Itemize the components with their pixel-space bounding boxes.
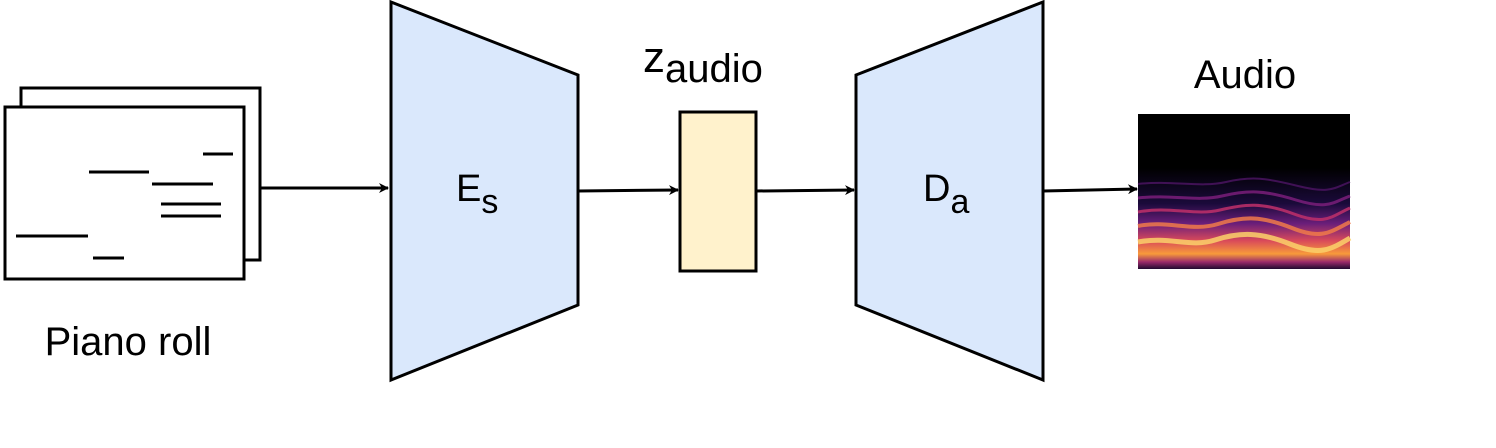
latent-label-base: z bbox=[643, 33, 665, 82]
arrow-decoder-to-audio bbox=[1042, 184, 1138, 195]
encoder-label-subscript: s bbox=[481, 183, 498, 221]
arrow-encoder-to-latent bbox=[577, 185, 679, 196]
encoder-block bbox=[389, 0, 580, 383]
decoder-label-subscript: a bbox=[950, 183, 969, 221]
audio-label: Audio bbox=[1194, 53, 1296, 97]
piano-roll-icon bbox=[3, 86, 262, 281]
spectrogram-image bbox=[1137, 114, 1352, 269]
decoder-label-base: D bbox=[923, 168, 950, 210]
latent-label: zaudio bbox=[643, 33, 763, 91]
spectrogram-harmonics bbox=[1137, 177, 1352, 253]
piano-roll-front-sheet bbox=[3, 105, 246, 281]
encoder-label: Es bbox=[456, 168, 498, 221]
piano-roll-notes bbox=[16, 152, 233, 260]
encoder-label-base: E bbox=[456, 168, 481, 210]
latent-block bbox=[678, 110, 758, 273]
latent-label-subscript: audio bbox=[665, 47, 763, 91]
decoder-block bbox=[854, 0, 1045, 383]
decoder-label: Da bbox=[923, 168, 969, 221]
piano-roll-label: Piano roll bbox=[45, 320, 212, 364]
arrow-latent-to-decoder bbox=[755, 185, 855, 196]
